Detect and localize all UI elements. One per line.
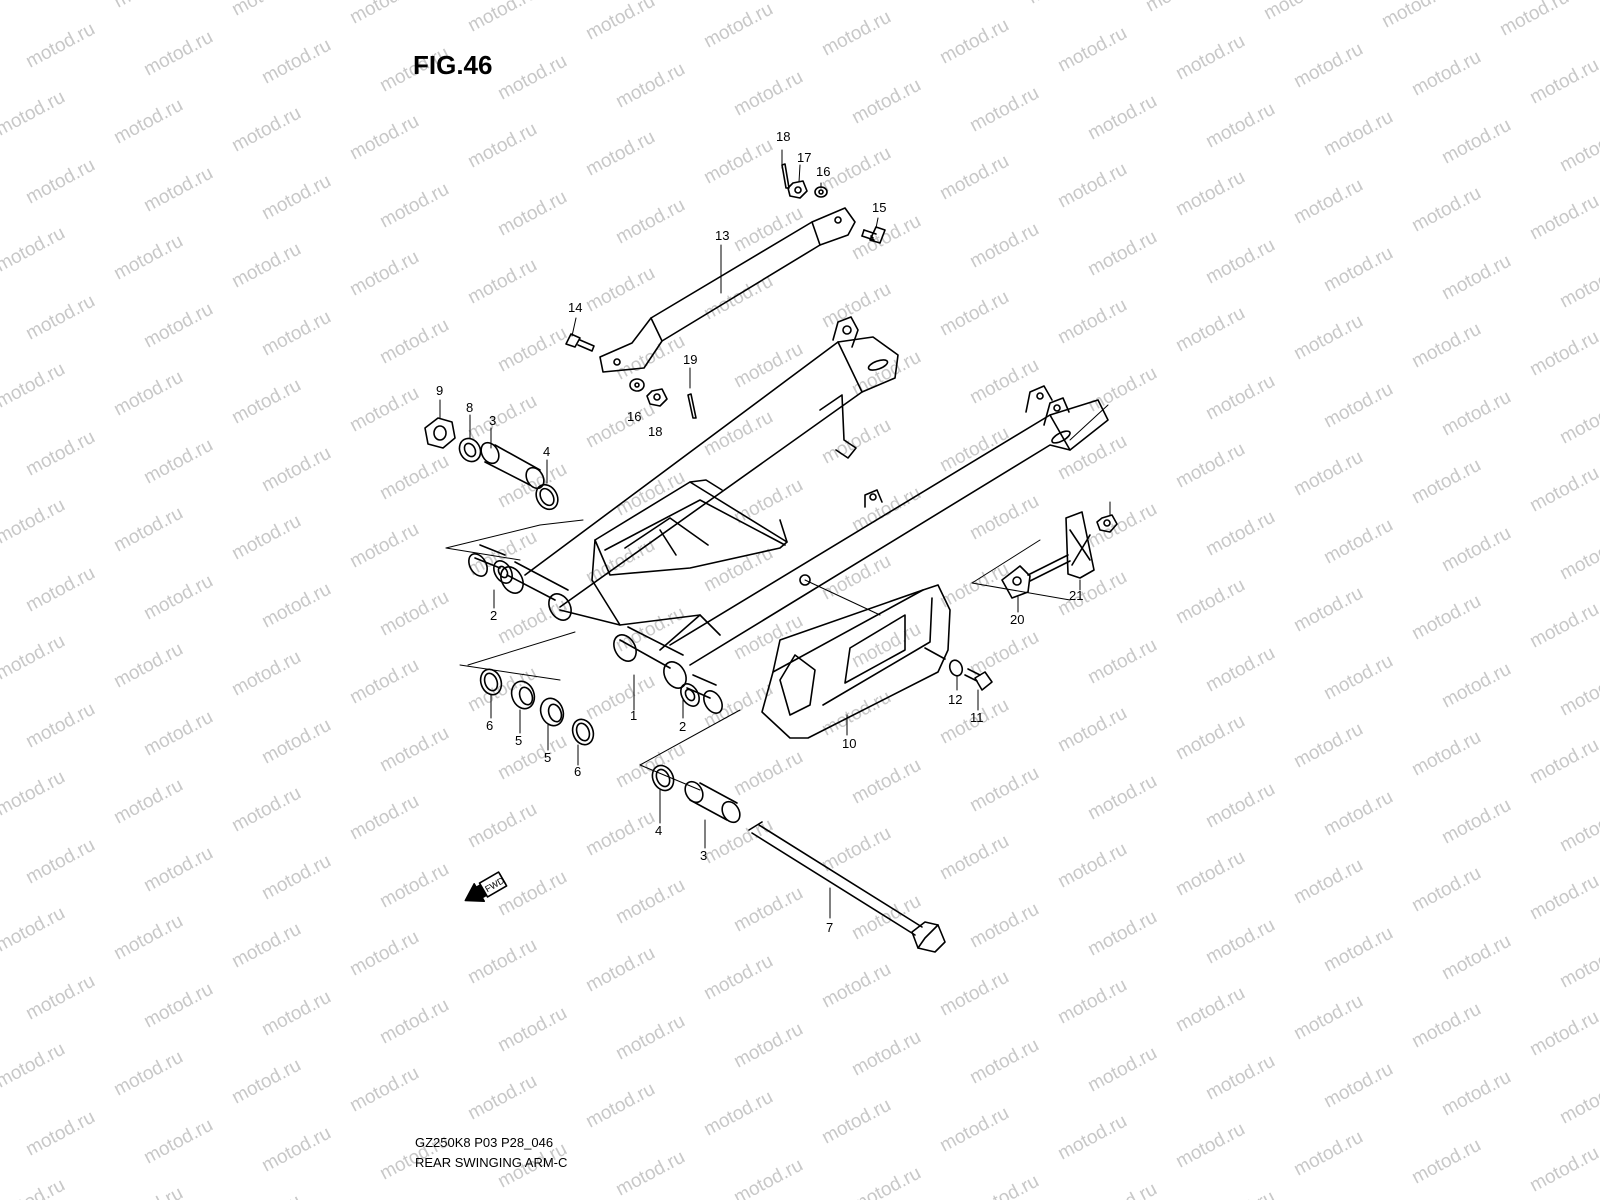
swingarm-body [524, 316, 1109, 666]
washer-6-left [479, 668, 503, 696]
pivot-tube-right [613, 626, 687, 689]
nut-17-top [787, 180, 808, 199]
callout-pointers [439, 149, 1111, 919]
bolt-15 [861, 226, 886, 244]
washer-6-right [571, 718, 595, 746]
callout-6a: 6 [486, 718, 493, 733]
callout-17b: 18 [648, 424, 662, 439]
forward-direction-arrow: FWD [464, 871, 508, 902]
washer-4-bottom [651, 764, 675, 792]
callout-5b: 5 [544, 750, 551, 765]
seal-5-left [510, 680, 536, 710]
seal-5-right [539, 697, 565, 727]
callout-16b: 16 [627, 409, 641, 424]
washer-8 [458, 437, 482, 463]
pivot-tube-left [500, 561, 572, 621]
callout-11: 11 [970, 710, 984, 725]
callout-2a: 2 [490, 608, 497, 623]
callout-4b: 4 [655, 823, 662, 838]
callout-16a: 16 [816, 164, 830, 179]
pivot-axle-7 [748, 821, 946, 953]
callout-9: 9 [436, 383, 443, 398]
bushing-2-right [680, 674, 723, 714]
stud-line [924, 647, 946, 660]
chain-guide-pad-20 [1065, 511, 1095, 579]
callout-3b: 3 [700, 848, 707, 863]
callout-labels: 18 17 16 15 13 14 19 16 18 9 8 3 4 2 1 2… [436, 129, 1083, 935]
leader-lines [445, 404, 1109, 791]
callout-18b: 19 [683, 352, 697, 367]
callout-4a: 4 [543, 444, 550, 459]
callout-10: 10 [842, 736, 856, 751]
brace-bar [599, 207, 856, 373]
callout-14: 14 [568, 300, 582, 315]
bolt-11 [964, 668, 993, 691]
callout-1: 1 [630, 708, 637, 723]
callout-13: 13 [715, 228, 729, 243]
nut-21 [1096, 514, 1118, 533]
washer-12 [948, 659, 964, 677]
callout-2b: 2 [679, 719, 686, 734]
callout-12: 12 [948, 692, 962, 707]
washer-4-top [535, 483, 559, 511]
callout-5a: 5 [515, 733, 522, 748]
nut-9 [424, 417, 456, 449]
figure-title: FIG.46 [413, 50, 493, 80]
callout-7: 7 [826, 920, 833, 935]
callout-6b: 6 [574, 764, 581, 779]
callout-17a: 17 [797, 150, 811, 165]
bushing-2-left [468, 544, 513, 584]
callout-8: 8 [466, 400, 473, 415]
figure-code: GZ250K8 P03 P28_046 [415, 1135, 554, 1150]
callout-19: 20 [1010, 612, 1024, 627]
callout-15: 15 [872, 200, 886, 215]
callout-20: 21 [1069, 588, 1083, 603]
callout-3a: 3 [489, 413, 496, 428]
cotter-pin-top [781, 163, 790, 189]
chain-case-10 [761, 584, 951, 739]
sleeve-3-top [480, 441, 545, 490]
bolt-14 [565, 333, 595, 352]
chain-adjuster-19 [1001, 554, 1071, 599]
callout-18a: 18 [776, 129, 790, 144]
cotter-pin-bottom [687, 393, 697, 419]
figure-name: REAR SWINGING ARM-C [415, 1155, 568, 1170]
washer-16-bottom [629, 378, 645, 392]
nut-17-bottom [646, 388, 668, 407]
sleeve-3-bottom [684, 780, 741, 824]
